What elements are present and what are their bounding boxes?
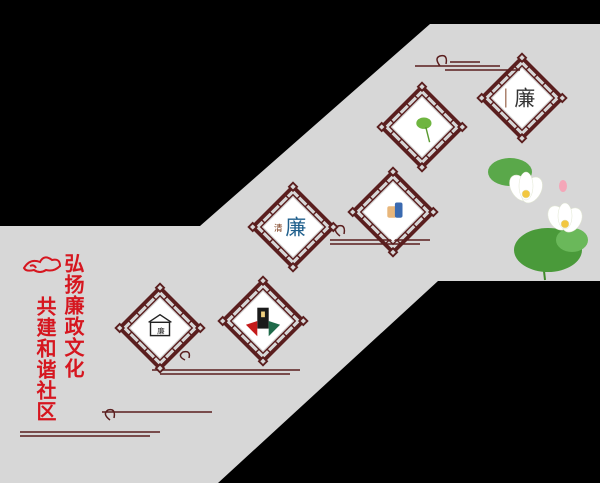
cloud-icon [22, 256, 62, 273]
lotus-flower-1 [509, 171, 543, 204]
lotus-flower-2 [547, 202, 583, 233]
cloud-line-top [415, 54, 520, 71]
frame-lian-calligraphy: 廉 清 [245, 179, 341, 275]
svg-text:廉: 廉 [514, 87, 535, 111]
cloud-line-bottom [20, 408, 212, 437]
frame-hand-ink [345, 164, 441, 260]
lotus-bud [559, 180, 567, 192]
slogan-line-2: 共建和谐社区 [33, 296, 57, 422]
cloud-line-low [152, 350, 300, 375]
frame-house-ink: 廉 [112, 280, 208, 376]
svg-text:廉: 廉 [285, 216, 306, 240]
svg-text:清: 清 [274, 222, 283, 234]
frame-lian-character: 廉 [474, 50, 570, 146]
slogan-line-1: 弘扬廉政文化 [61, 253, 85, 379]
svg-text:廉: 廉 [157, 326, 165, 336]
frame-lotus-leaf [374, 79, 470, 175]
cloud-line-decorations [20, 54, 520, 437]
frame-opera-mask [215, 273, 311, 369]
lotus-decoration [488, 158, 588, 281]
